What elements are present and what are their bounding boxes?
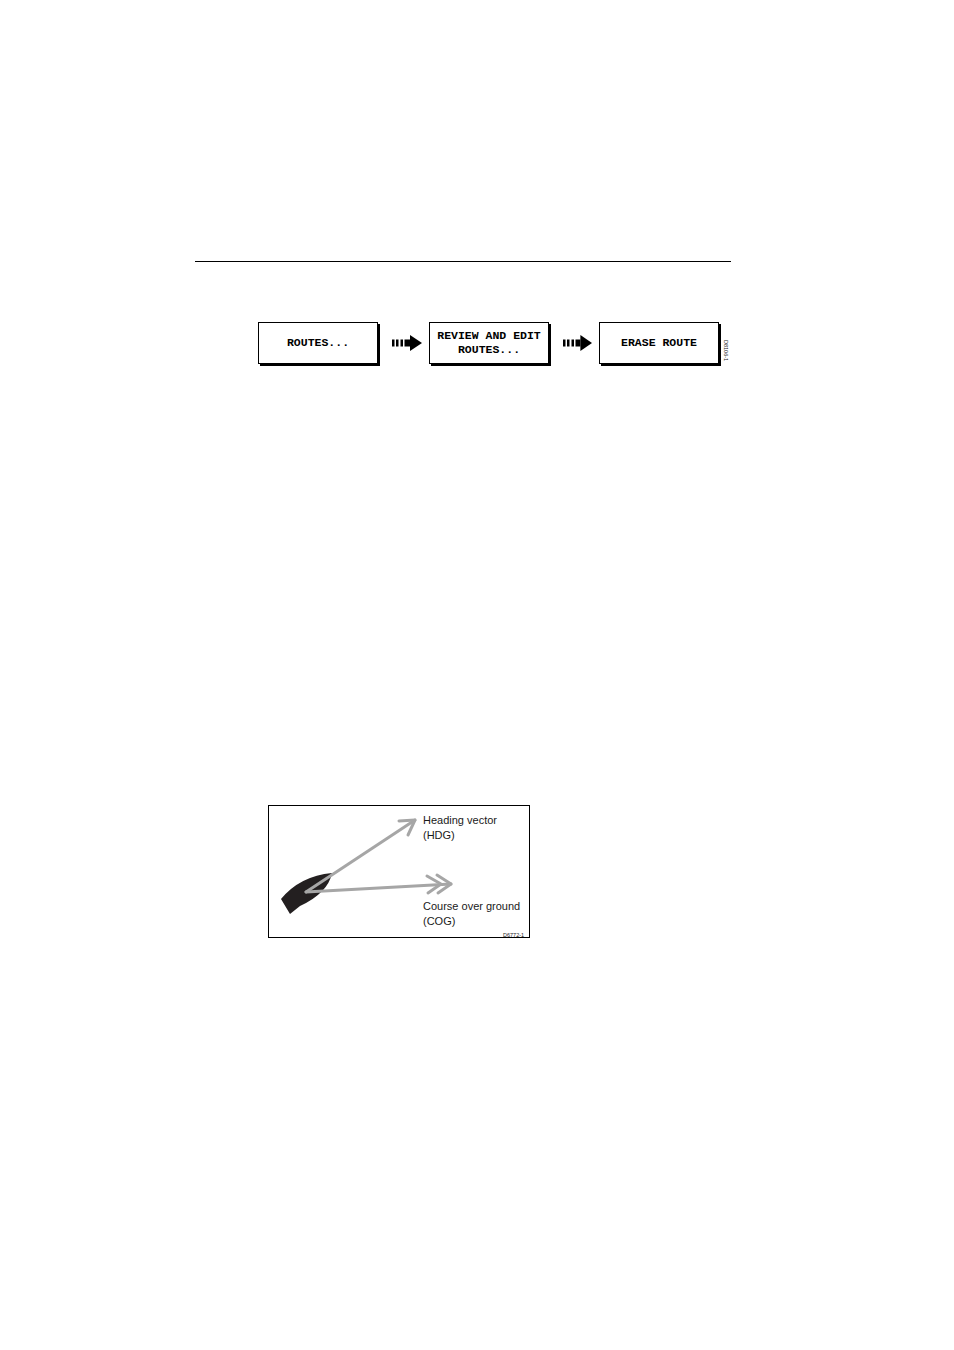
figure-code: D8106-1 bbox=[722, 340, 729, 361]
step-arrow bbox=[563, 335, 592, 351]
vector-label: Heading vector (HDG) bbox=[423, 813, 513, 843]
figure-frame bbox=[269, 806, 530, 938]
header-rule bbox=[195, 261, 731, 262]
menu-softkey: REVIEW AND EDIT ROUTES... bbox=[429, 322, 549, 364]
menu-softkey: ERASE ROUTE bbox=[599, 322, 719, 364]
menu-softkey: ROUTES... bbox=[258, 322, 378, 364]
key-label: ROUTES... bbox=[287, 336, 349, 350]
key-label: ERASE ROUTE bbox=[621, 336, 697, 350]
figure-code: D6772-1 bbox=[503, 928, 529, 943]
heading-vector bbox=[306, 820, 415, 892]
vector-label: Course over ground (COG) bbox=[423, 899, 527, 929]
cog-vector bbox=[306, 875, 451, 893]
key-label: REVIEW AND EDIT ROUTES... bbox=[435, 329, 543, 357]
step-arrow bbox=[392, 335, 422, 351]
